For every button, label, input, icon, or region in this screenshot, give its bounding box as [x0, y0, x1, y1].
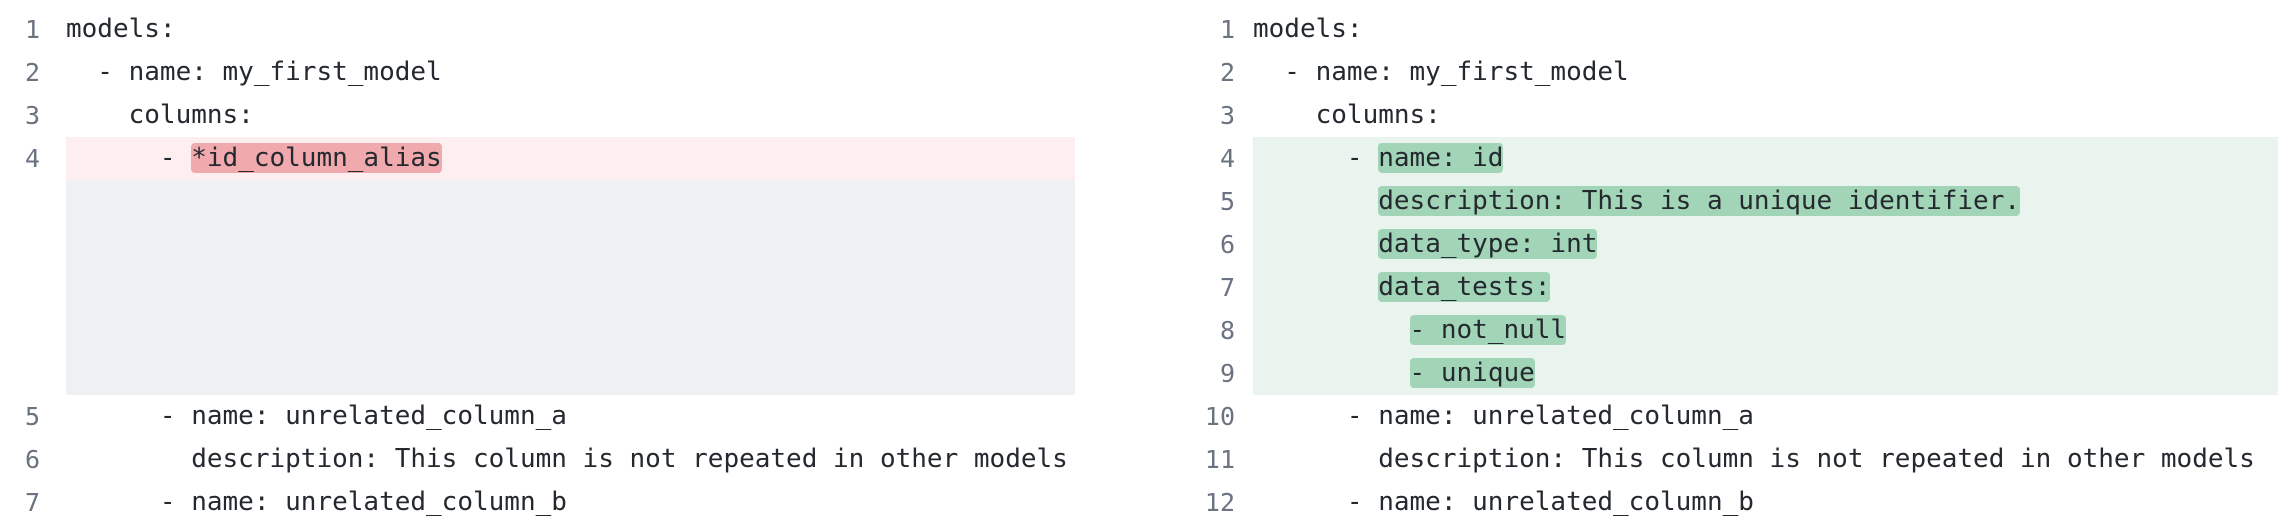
code-line: description: This column is not repeated…: [1253, 438, 2278, 481]
code-text: -: [1253, 143, 1379, 173]
code-line: data_type: int: [1253, 223, 2278, 266]
code-text: [1253, 315, 1410, 345]
code-text: - name: unrelated_column_a: [66, 401, 567, 431]
line-number: 1: [24, 15, 40, 44]
context-line: 10 - name: unrelated_column_a: [1140, 395, 2278, 438]
code-line: - name: unrelated_column_a: [66, 395, 1075, 438]
added-line: 7 data_tests:: [1140, 266, 2278, 309]
diff-word-highlight: *id_column_alias: [191, 143, 442, 173]
line-number: 5: [1219, 187, 1235, 216]
code-text: models:: [66, 14, 176, 44]
added-line: 8 - not_null: [1140, 309, 2278, 352]
context-line: 5 - name: unrelated_column_a: [0, 395, 1075, 438]
code-text: [1253, 229, 1378, 259]
code-line: - name: unrelated_column_a: [1253, 395, 2278, 438]
line-number: 4: [1219, 144, 1235, 173]
code-line: - not_null: [1253, 309, 2278, 352]
diff-word-highlight: - not_null: [1409, 315, 1567, 345]
added-line: 4 - name: id: [1140, 137, 2278, 180]
code-text: models:: [1253, 14, 1363, 44]
context-line: 2 - name: my_first_model: [1140, 51, 2278, 94]
code-text: - name: my_first_model: [66, 57, 442, 87]
code-line: data_tests:: [1253, 266, 2278, 309]
code-line: [66, 180, 1075, 395]
code-text: columns:: [1253, 100, 1441, 130]
line-number: 10: [1204, 402, 1235, 431]
line-number: 2: [24, 58, 40, 87]
code-line: description: This column is not repeated…: [66, 438, 1075, 481]
context-line: 11 description: This column is not repea…: [1140, 438, 2278, 481]
added-line: 9 - unique: [1140, 352, 2278, 395]
code-text: [1253, 358, 1410, 388]
line-number: 5: [24, 402, 40, 431]
code-line: models:: [1253, 8, 2278, 51]
code-text: description: This column is not repeated…: [1253, 444, 2255, 474]
code-line: - name: my_first_model: [66, 51, 1075, 94]
added-line: 6 data_type: int: [1140, 223, 2278, 266]
added-line: 5 description: This is a unique identifi…: [1140, 180, 2278, 223]
line-number: 3: [24, 101, 40, 130]
code-text: - name: unrelated_column_b: [66, 487, 567, 517]
code-text: description: This column is not repeated…: [66, 444, 1068, 474]
diff-word-highlight: data_tests:: [1378, 272, 1551, 302]
diff-word-highlight: name: id: [1378, 143, 1504, 173]
code-text: - name: unrelated_column_a: [1253, 401, 1754, 431]
code-line: columns:: [1253, 94, 2278, 137]
code-text: - name: unrelated_column_b: [1253, 487, 1754, 517]
context-line: 1 models:: [0, 8, 1075, 51]
diff-word-highlight: description: This is a unique identifier…: [1378, 186, 2021, 216]
code-line: - unique: [1253, 352, 2278, 395]
diff-word-highlight: data_type: int: [1378, 229, 1598, 259]
line-number: 8: [1219, 316, 1235, 345]
context-line: 2 - name: my_first_model: [0, 51, 1075, 94]
line-number: 4: [24, 144, 40, 173]
line-number: [0, 180, 66, 395]
collapsed-lines-placeholder: [0, 180, 1075, 395]
code-line: models:: [66, 8, 1075, 51]
code-line: - name: id: [1253, 137, 2278, 180]
code-line: - *id_column_alias: [66, 137, 1075, 180]
code-text: [1253, 186, 1378, 216]
removed-line: 4 - *id_column_alias: [0, 137, 1075, 180]
context-line: 7 - name: unrelated_column_b: [0, 481, 1075, 524]
code-line: - name: unrelated_column_b: [66, 481, 1075, 524]
line-number: 9: [1219, 359, 1235, 388]
line-number: 6: [1219, 230, 1235, 259]
line-number: 3: [1219, 101, 1235, 130]
line-number: 11: [1204, 445, 1235, 474]
line-number: 6: [24, 445, 40, 474]
code-line: columns:: [66, 94, 1075, 137]
code-text: - name: my_first_model: [1253, 57, 1629, 87]
line-number: 12: [1204, 488, 1235, 517]
line-number: 1: [1219, 15, 1235, 44]
context-line: 6 description: This column is not repeat…: [0, 438, 1075, 481]
line-number: 7: [1219, 273, 1235, 302]
line-number: 2: [1219, 58, 1235, 87]
code-text: columns:: [66, 100, 254, 130]
context-line: 1 models:: [1140, 8, 2278, 51]
code-text: -: [66, 143, 192, 173]
line-number: 7: [24, 488, 40, 517]
context-line: 3 columns:: [0, 94, 1075, 137]
diff-word-highlight: - unique: [1409, 358, 1535, 388]
context-line: 3 columns:: [1140, 94, 2278, 137]
context-line: 12 - name: unrelated_column_b: [1140, 481, 2278, 524]
code-line: - name: unrelated_column_b: [1253, 481, 2278, 524]
code-text: [1253, 272, 1378, 302]
code-line: - name: my_first_model: [1253, 51, 2278, 94]
code-line: description: This is a unique identifier…: [1253, 180, 2278, 223]
